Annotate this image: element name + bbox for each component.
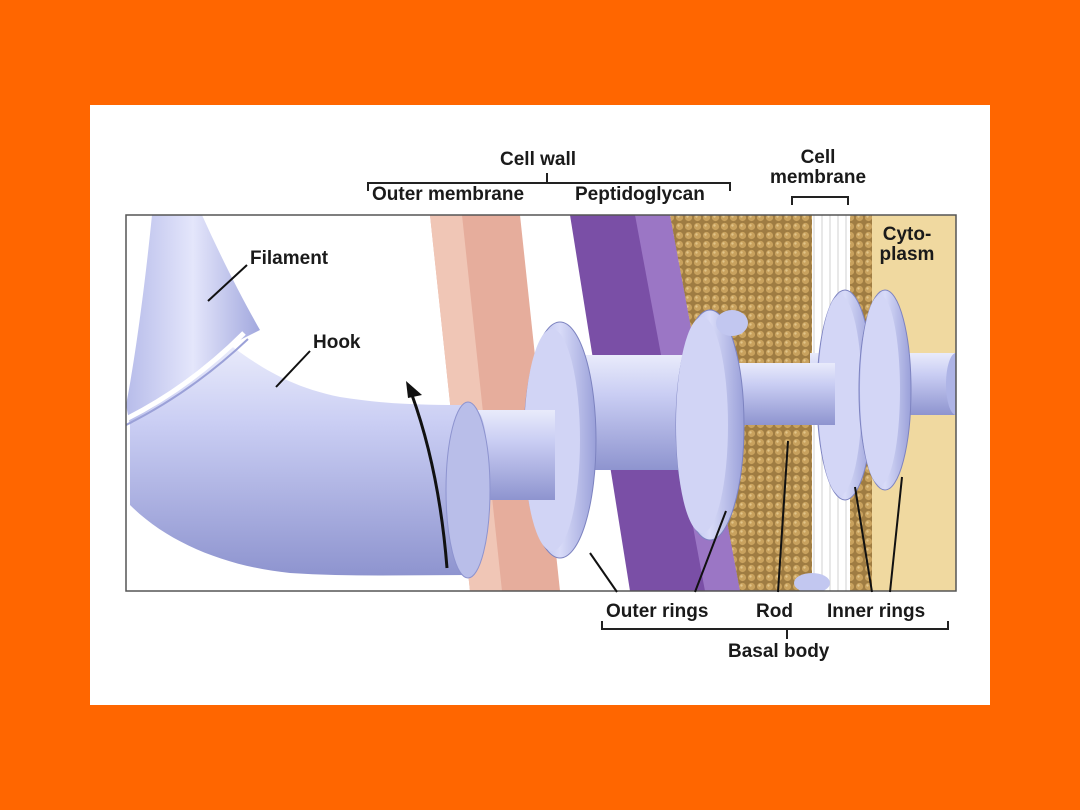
diagram-panel: Cell wall Outer membrane Peptidoglycan C… [90,105,990,705]
outer-rings-leader-2 [694,510,727,593]
hook-filament-joint [126,331,246,422]
filament-leader [207,264,248,302]
outer-ring-2-face [676,317,728,533]
hook-label: Hook [313,332,361,353]
filament-shape [126,215,260,425]
cytoplasm-label: Cyto- plasm [879,224,935,265]
inner-rings-leader-2 [889,476,903,593]
hook-filament-joint-shade [126,338,249,426]
inner-ring-2-face [860,295,900,485]
peptidoglycan-label: Peptidoglycan [575,184,705,205]
inner-rings-leader-1 [854,486,873,593]
hook-leader [275,350,311,388]
inner-rings-label: Inner rings [827,601,926,622]
rod-end [946,353,956,415]
hook-end [445,401,491,579]
cell-wall-bracket [367,173,731,191]
vesicle-1 [716,310,748,336]
inner-ring-1-face [818,295,862,495]
outer-membrane-label: Outer membrane [372,184,525,205]
flagellum-diagram [125,173,957,639]
outer-rings-leader-1 [589,552,618,593]
cell-membrane-label: Cell membrane [769,147,867,188]
cell-wall-label: Cell wall [500,149,577,170]
rotation-arrow [410,394,449,569]
diagram-frame [125,214,957,592]
outer-rings-label: Outer rings [606,601,709,622]
basal-body-label: Basal body [728,641,830,662]
rotation-arrowhead [406,381,422,398]
cell-membrane-bracket [791,196,849,205]
vesicle-2 [794,573,830,591]
hook-shape [130,345,470,576]
rod-leader [777,440,789,593]
rod-label: Rod [756,601,793,622]
basal-body-bracket [601,621,949,639]
filament-label: Filament [250,248,329,269]
